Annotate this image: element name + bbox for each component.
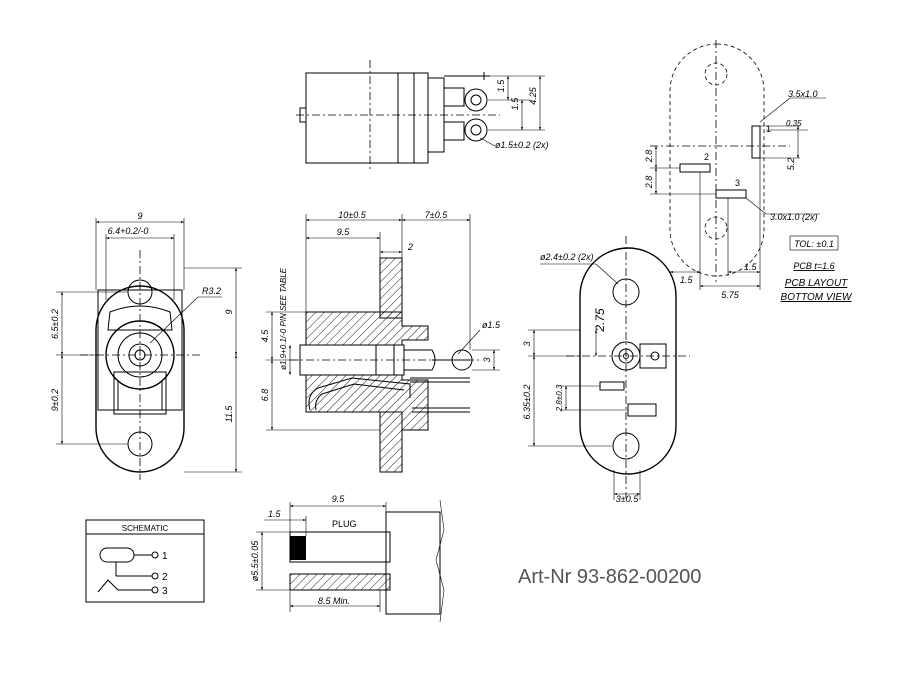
plug-view: 9.5 1.5 ø5.5±0.05 8.5 Min. PLUG	[250, 494, 445, 623]
dim-bottom-offset: 2.75	[593, 308, 607, 333]
pcb-dim-28-lower: 2.8	[644, 176, 654, 190]
pcb-dim-575: 5.75	[721, 290, 740, 300]
dim-top-1: 1.5	[496, 79, 506, 93]
dim-side-hole-pos: 3	[482, 357, 492, 362]
dim-front-opening: 6.4+0.2/-0	[108, 226, 149, 236]
dim-top-3: 4.25	[528, 86, 538, 105]
dim-front-width: 9	[137, 211, 142, 221]
schematic: SCHEMATIC 1 2 3	[85, 519, 205, 603]
dim-front-right-upper: 9	[224, 309, 234, 314]
plug-dim-dia: ø5.5±0.05	[250, 540, 260, 581]
plug-dim-length: 9.5	[332, 494, 346, 504]
schematic-title: SCHEMATIC	[122, 524, 169, 533]
bottom-view: ø2.4±0.2 (2x) 2.75 3 6.35±0.2 2.8±0.3 3±…	[522, 236, 690, 504]
pcb-title-line1: PCB LAYOUT	[785, 278, 848, 289]
dim-side-flange: 2	[407, 242, 413, 252]
pcb-pin-2: 2	[704, 152, 709, 162]
dim-bottom-3: 3	[522, 341, 532, 346]
dim-bottom-pin: 3±0.5	[616, 494, 639, 504]
dim-bottom-635: 6.35±0.2	[522, 385, 532, 420]
dim-front-upper: 6.5±0.2	[50, 309, 60, 339]
article-number: Art-Nr 93-862-00200	[518, 566, 701, 588]
side-view: 10±0.5 7±0.5 9.5 2 ø1.9+0.1/-0 PIN SEE T…	[260, 210, 501, 473]
pcb-dim-28-upper: 2.8	[644, 150, 654, 164]
dim-side-lower: 6.8	[260, 389, 270, 402]
pcb-pin-3: 3	[735, 178, 740, 188]
dim-side-body: 9.5	[337, 227, 351, 237]
schematic-pin-3: 3	[162, 586, 168, 597]
pcb-dim-035: 0.35	[786, 119, 802, 128]
dim-top-2: 1.5	[510, 97, 520, 111]
schematic-pin-1: 1	[162, 551, 168, 562]
dim-side-hole: ø1.5	[482, 320, 501, 330]
pcb-dim-52: 5.2	[786, 158, 796, 171]
plug-dim-min: 8.5 Min.	[318, 596, 350, 606]
pcb-layout: 1 2 3 3.5x1.0 0.35 2.8 2.8 5.2 3.0x1.0 (…	[644, 40, 853, 303]
pcb-dim-pad1: 3.5x1.0	[788, 89, 818, 99]
plug-dim-offset: 1.5	[268, 509, 282, 519]
dim-front-lower: 9±0.2	[50, 389, 60, 411]
dim-front-right-lower: 11.5	[224, 405, 234, 423]
top-view: 1.5 1.5 4.25 ø1.5±0.2 (2x)	[296, 60, 548, 170]
dim-top-4: ø1.5±0.2 (2x)	[495, 140, 548, 150]
plug-label: PLUG	[332, 519, 357, 529]
front-view: 9 6.4+0.2/-0 R3.2 6.5±0.2 9±0.2 9 11.5	[50, 211, 242, 480]
dim-front-radius: R3.2	[202, 286, 221, 296]
dim-side-pin-length: 7±0.5	[425, 210, 448, 220]
pcb-pin-1: 1	[766, 124, 771, 134]
schematic-pin-2: 2	[162, 572, 168, 583]
pcb-tolerance: TOL: ±0.1	[794, 239, 834, 249]
dim-bottom-28: 2.8±0.3	[555, 384, 564, 412]
pcb-dim-15-left: 1.5	[680, 275, 694, 285]
pcb-dim-15-right: 1.5	[744, 262, 758, 272]
dim-side-length: 10±0.5	[338, 210, 366, 220]
dim-side-upper: 4.5	[260, 329, 270, 343]
pcb-thickness: PCB t=1.6	[793, 261, 834, 271]
dim-side-pin-dia: ø1.9+0.1/-0 PIN SEE TABLE	[279, 267, 288, 370]
pcb-title-line2: BOTTOM VIEW	[781, 292, 853, 303]
pcb-dim-pads23: 3.0x1.0 (2x)	[770, 212, 818, 222]
dim-bottom-hole-dia: ø2.4±0.2 (2x)	[540, 252, 593, 262]
